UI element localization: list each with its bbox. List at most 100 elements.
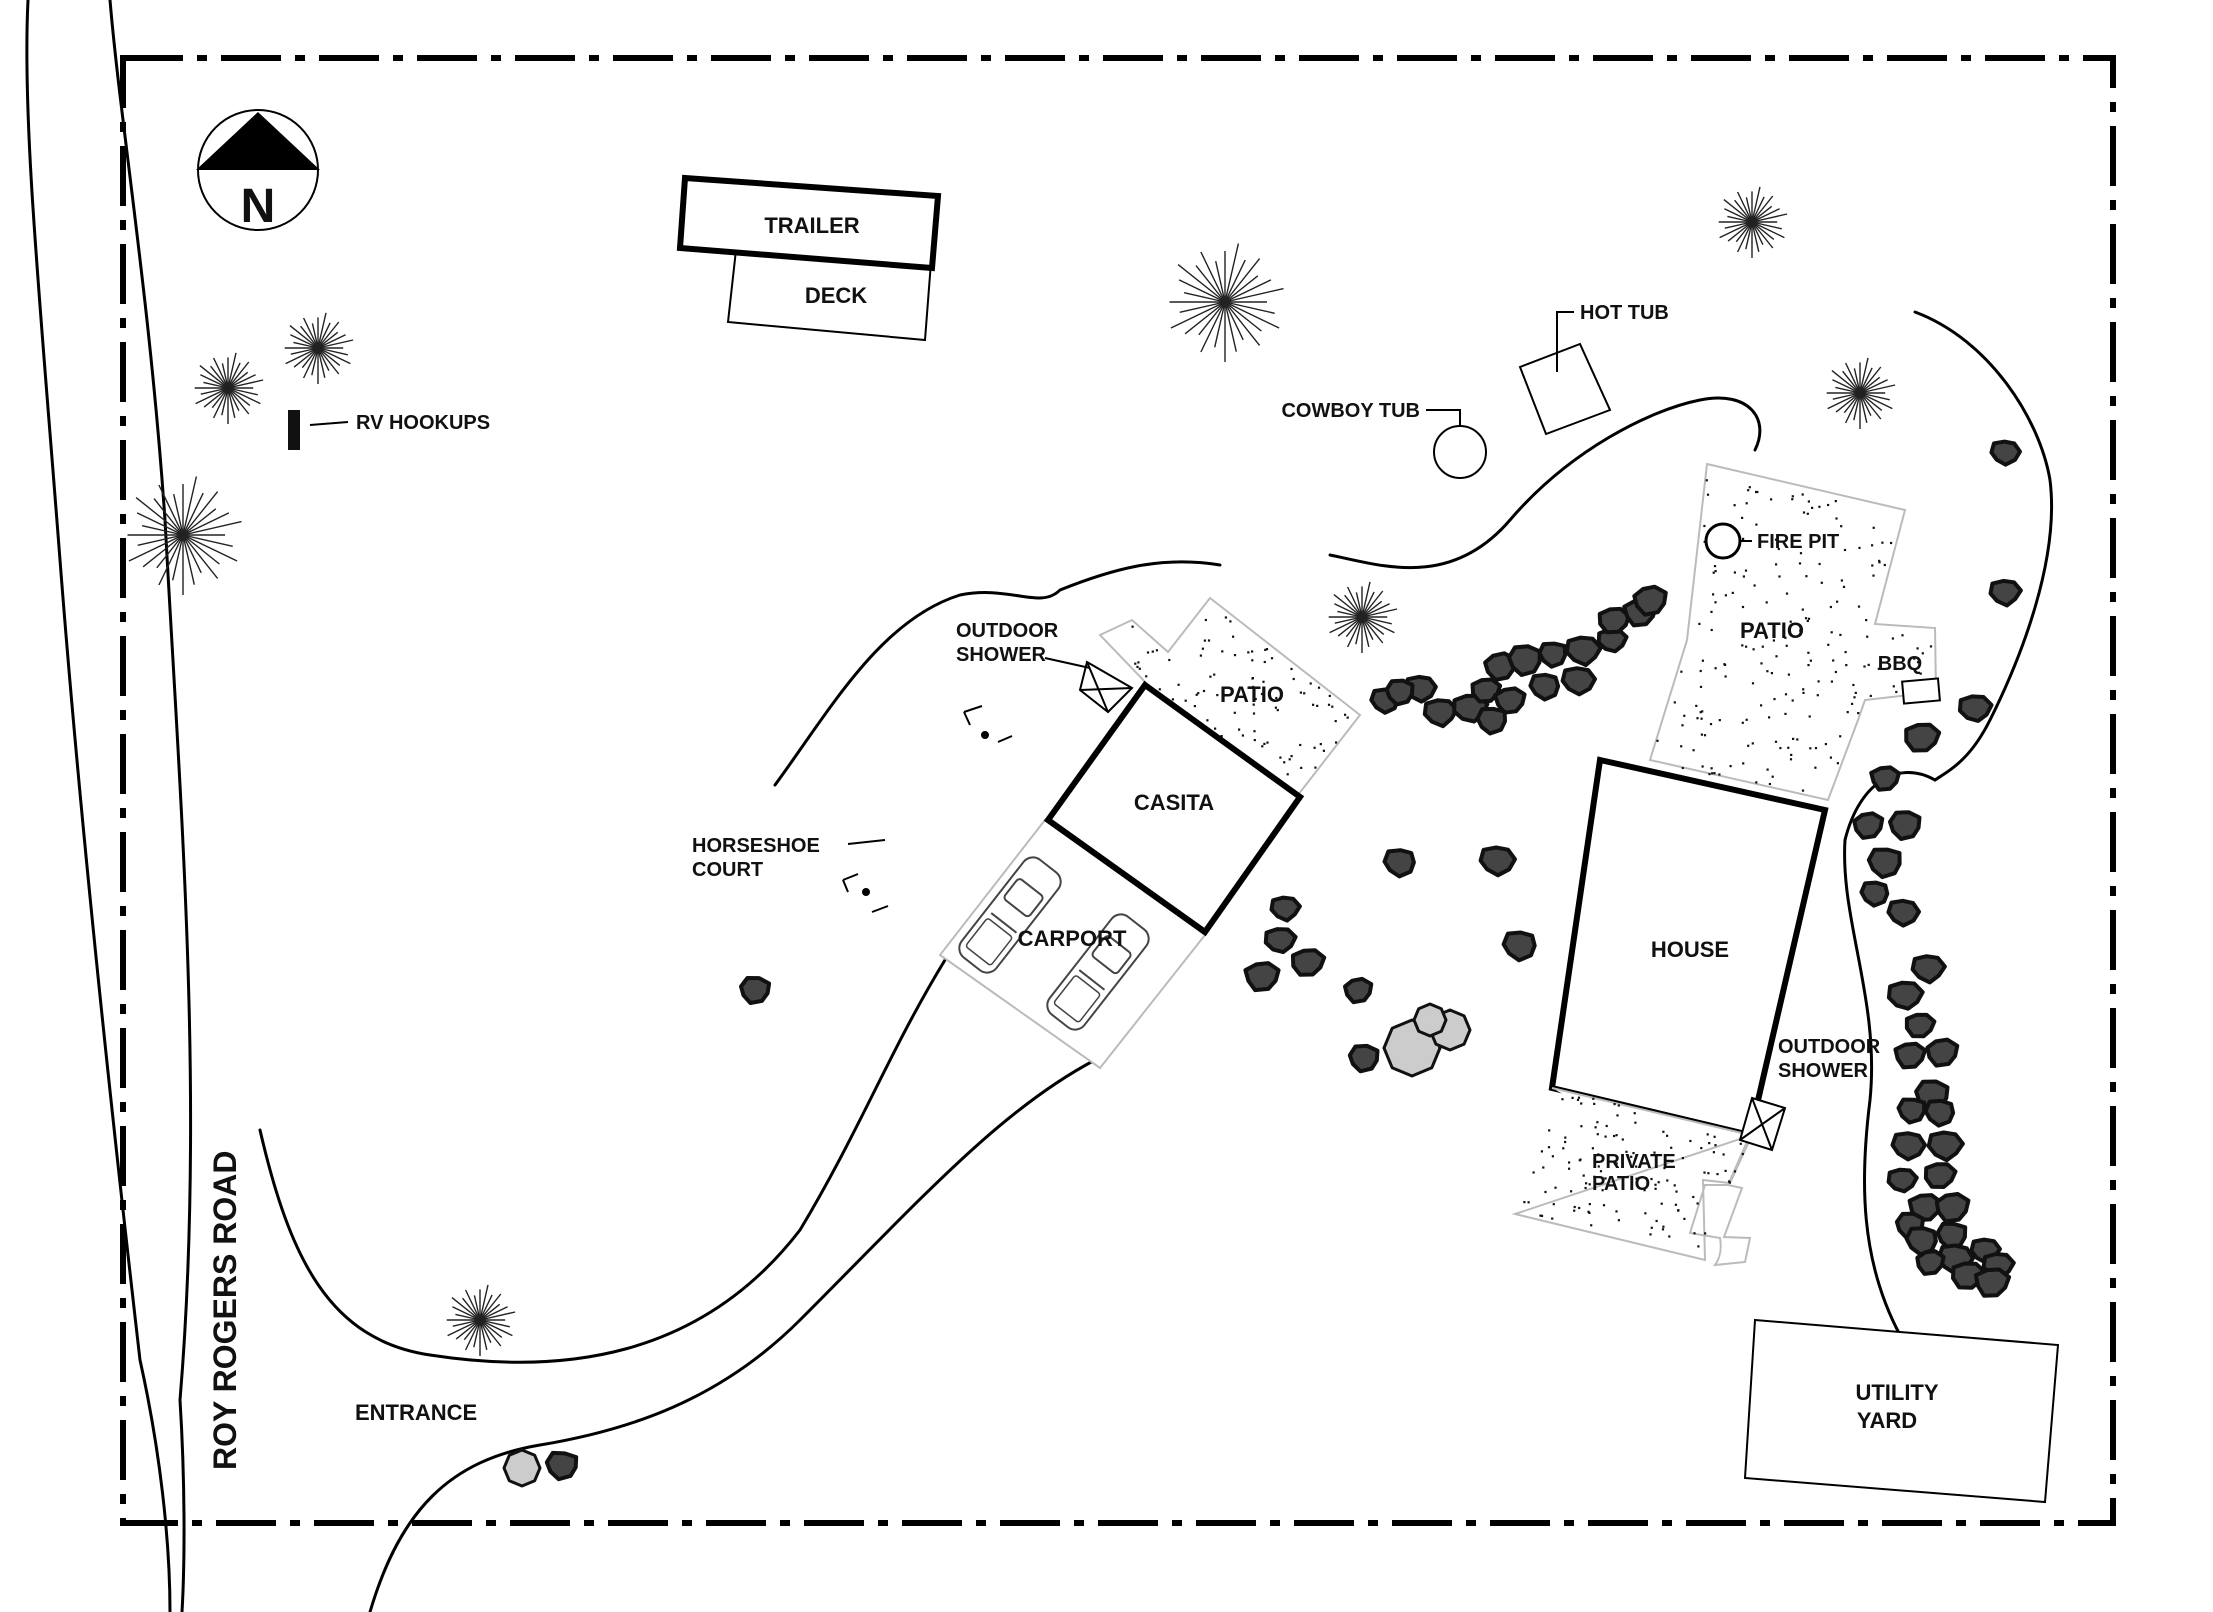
boulder [1343,976,1374,1005]
outdoor-shower-casita-label-2: SHOWER [956,644,1047,666]
contour-line [1913,310,2054,782]
boulder [1923,1098,1956,1128]
boulder [1866,847,1902,880]
boulder [1263,927,1298,955]
boulder [1869,765,1901,792]
private-patio-texture [1523,1096,1744,1248]
tree-icon [194,352,264,424]
private-patio [1511,1087,1754,1267]
boulder [1243,961,1281,993]
boulder [1925,1037,1960,1068]
tree-icon [1718,186,1788,258]
boulder [1382,848,1416,879]
patio-texture [1656,479,1933,792]
boulder [1926,1130,1965,1163]
driveway-edge-inner [368,1058,1097,1612]
outdoor-shower-house [1738,1096,1787,1152]
boulder [1910,954,1947,985]
cowboy-tub [1433,425,1487,479]
patio-casita-texture [1131,616,1349,776]
fire-pit [1704,522,1742,560]
patio-house-label: PATIO [1740,618,1804,643]
boulder [1973,1267,2012,1298]
boulder [1560,666,1597,697]
boulder [1269,895,1302,923]
boulder [1493,686,1527,715]
boulder [1501,930,1537,963]
property-boundary [120,55,2116,1526]
road-name: ROY ROGERS ROAD [207,1151,243,1470]
road-edge-left [25,0,172,1612]
patio-casita-label: PATIO [1220,682,1284,707]
trailer-label: TRAILER [764,213,859,238]
private-patio-label-1: PRIVATE [1592,1151,1676,1173]
boulder-light [1412,1002,1448,1038]
outdoor-shower-house-label-2: SHOWER [1778,1060,1869,1082]
tree-icon [1826,357,1896,429]
boulder [1632,584,1668,617]
boulder [1886,980,1925,1011]
utility-yard-label-1: UTILITY [1855,1380,1938,1405]
boulder [1890,1131,1927,1162]
boulder [1347,1043,1380,1074]
boulder [1957,694,1994,723]
north-arrow-icon: N [196,109,320,233]
tree-icon [284,312,354,384]
contour-line [1328,396,1762,570]
boulder [1988,578,2023,608]
boulder [1935,1221,1968,1251]
car-icon [1046,913,1150,1031]
boulder [739,976,772,1005]
boulder [1475,706,1507,736]
boulders [502,439,2023,1488]
fire-pit-label: FIRE PIT [1757,531,1839,553]
boulder [1989,439,2022,467]
outdoor-shower-casita [1078,660,1134,714]
casita [1043,680,1305,937]
contour-line [773,560,1222,787]
house-label: HOUSE [1651,937,1729,962]
boulder [1422,698,1459,729]
entrance-label: ENTRANCE [355,1400,477,1425]
contour-line [1843,771,1937,1337]
driveway-edge-outer [258,958,947,1364]
boulder [1904,1012,1937,1039]
tree-icon [1328,581,1398,653]
boulder [1384,678,1415,707]
boulder-light [502,1448,542,1488]
rv-hookups-label: RV HOOKUPS [356,412,490,434]
private-patio-label-2: PATIO [1592,1173,1650,1195]
boulder [544,1450,579,1482]
horseshoe-pit [842,873,889,913]
horseshoe-court-label-1: HORSESHOE [692,835,820,857]
boulder [1564,635,1603,668]
cowboy-tub-label: COWBOY TUB [1281,400,1420,422]
hot-tub-label: HOT TUB [1580,302,1669,324]
svg-text:N: N [241,180,276,233]
tree-icon [1169,243,1284,362]
boulder [1852,811,1885,840]
horseshoe-court-label-2: COURT [692,859,763,881]
deck-label: DECK [805,283,867,308]
carport-label: CARPORT [1018,926,1127,951]
rv-hookup-marker [288,410,300,450]
boulder [1537,641,1568,669]
bbq-label: BBQ [1878,653,1922,675]
casita-label: CASITA [1134,790,1214,815]
boulder [1483,651,1517,682]
car-icon [958,856,1062,974]
horseshoe-pit [963,705,1013,743]
boulder [1915,1249,1946,1276]
boulder [1290,948,1327,977]
boulder [1893,1041,1927,1070]
utility-yard-label-2: YARD [1857,1408,1917,1433]
trailer [676,174,942,272]
tree-icon [446,1284,516,1356]
outdoor-shower-casita-label-1: OUTDOOR [956,620,1059,642]
outdoor-shower-house-label-1: OUTDOOR [1778,1036,1881,1058]
boulder [1478,845,1517,878]
boulder [1904,722,1942,753]
boulder [1886,1167,1919,1194]
boulder [1888,810,1922,841]
